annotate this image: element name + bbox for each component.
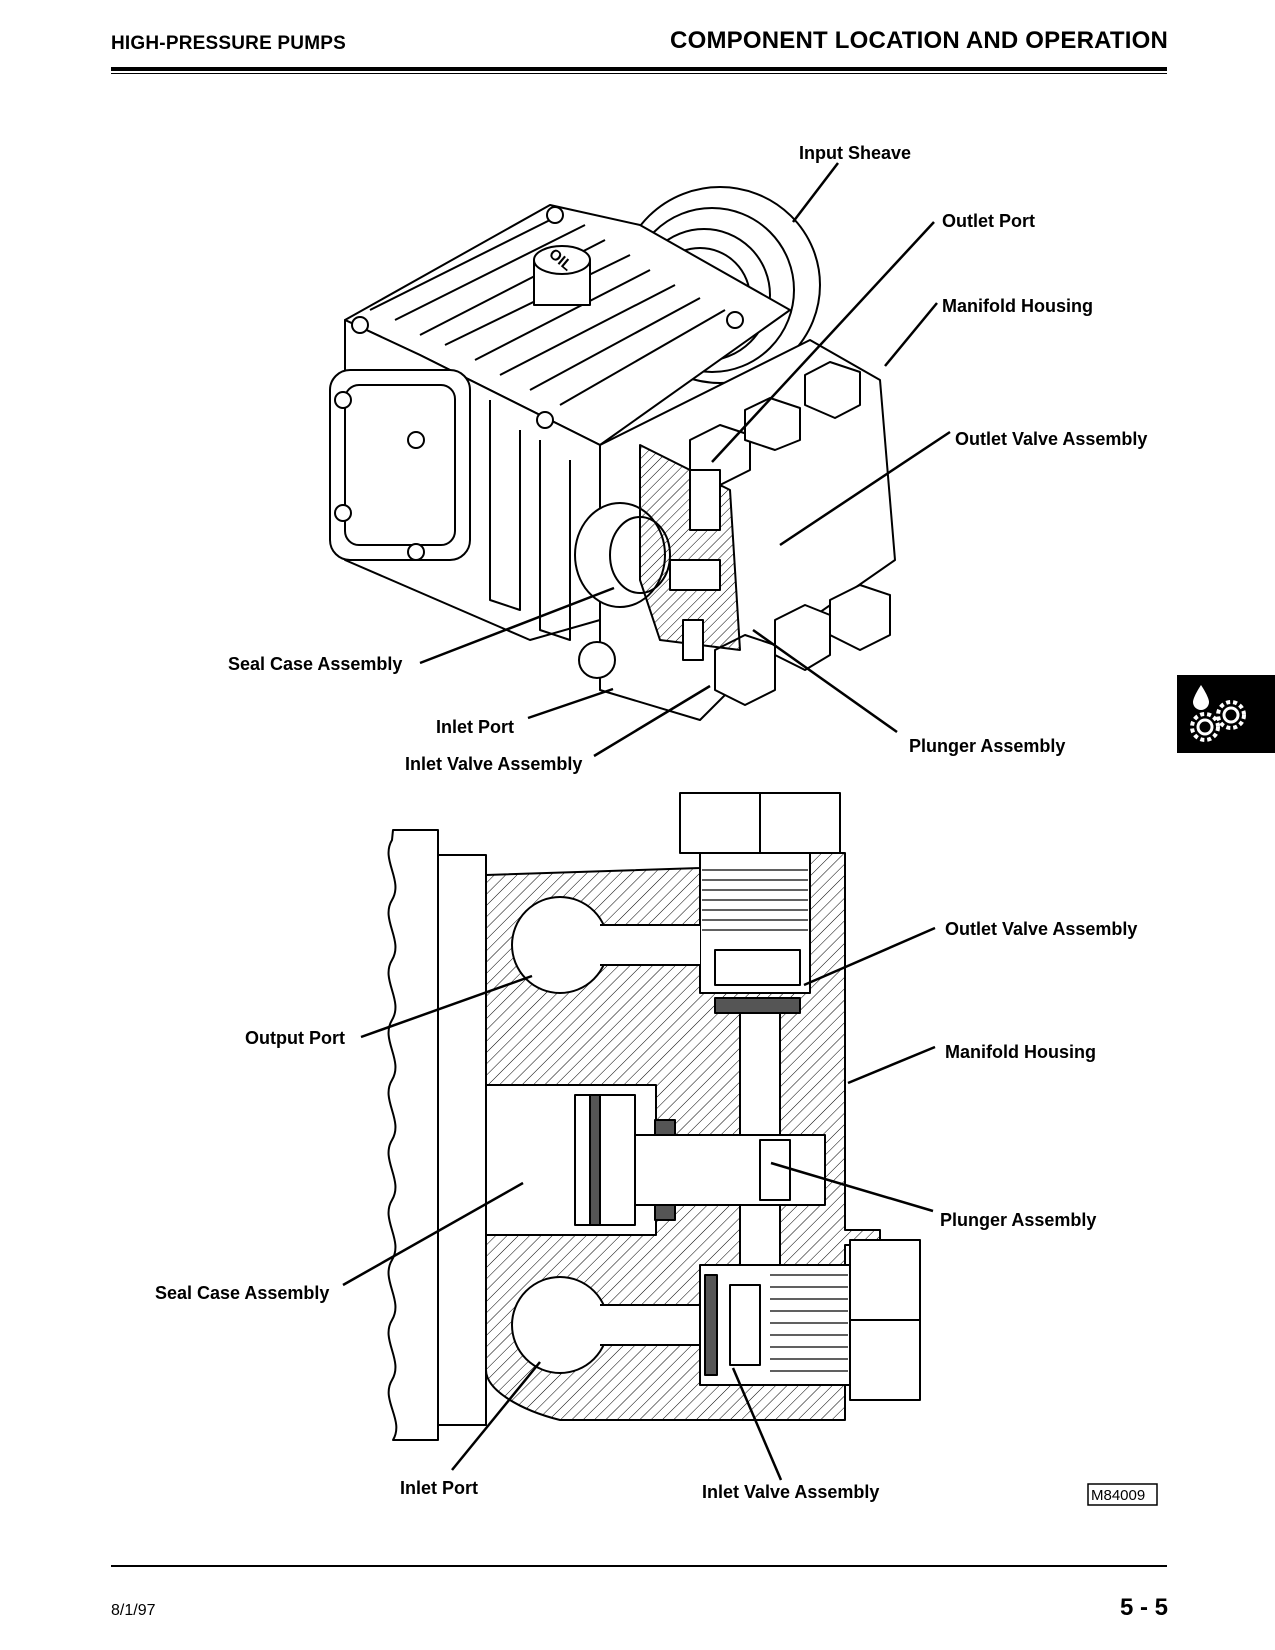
- header-rule-thin: [111, 73, 1167, 74]
- header-rule: [111, 67, 1167, 71]
- label-seal-case-assembly-section: Seal Case Assembly: [155, 1283, 329, 1303]
- label-output-port: Output Port: [245, 1028, 345, 1048]
- label-manifold-housing-section: Manifold Housing: [945, 1042, 1096, 1062]
- page-number: 5 - 5: [1119, 1594, 1168, 1621]
- label-outlet-valve-assembly: Outlet Valve Assembly: [955, 429, 1147, 449]
- label-seal-case-assembly: Seal Case Assembly: [228, 654, 402, 674]
- label-input-sheave: Input Sheave: [799, 143, 911, 163]
- footer-rule: [111, 1565, 1167, 1567]
- pump-cross-section-illustration: [387, 792, 921, 1441]
- pump-isometric-illustration: OIL: [329, 186, 896, 721]
- label-inlet-port-section: Inlet Port: [400, 1478, 478, 1498]
- label-inlet-valve-assembly-section: Inlet Valve Assembly: [702, 1482, 879, 1502]
- top-leader-lines: [419, 162, 951, 758]
- label-outlet-valve-assembly-section: Outlet Valve Assembly: [945, 919, 1137, 939]
- label-inlet-valve-assembly: Inlet Valve Assembly: [405, 754, 582, 774]
- bottom-leader-lines: [342, 926, 936, 1481]
- label-plunger-assembly-section: Plunger Assembly: [940, 1210, 1096, 1230]
- footer-date: 8/1/97: [111, 1602, 156, 1619]
- section-title: HIGH-PRESSURE PUMPS: [111, 33, 347, 54]
- label-inlet-port: Inlet Port: [436, 717, 514, 737]
- label-manifold-housing: Manifold Housing: [942, 296, 1093, 316]
- fluid-gears-icon: [1190, 685, 1246, 742]
- label-outlet-port: Outlet Port: [942, 211, 1035, 231]
- figure-id: M84009: [1091, 1487, 1145, 1504]
- label-plunger-assembly: Plunger Assembly: [909, 736, 1065, 756]
- section-tab: [1177, 675, 1275, 753]
- page-title: COMPONENT LOCATION AND OPERATION: [670, 27, 1168, 54]
